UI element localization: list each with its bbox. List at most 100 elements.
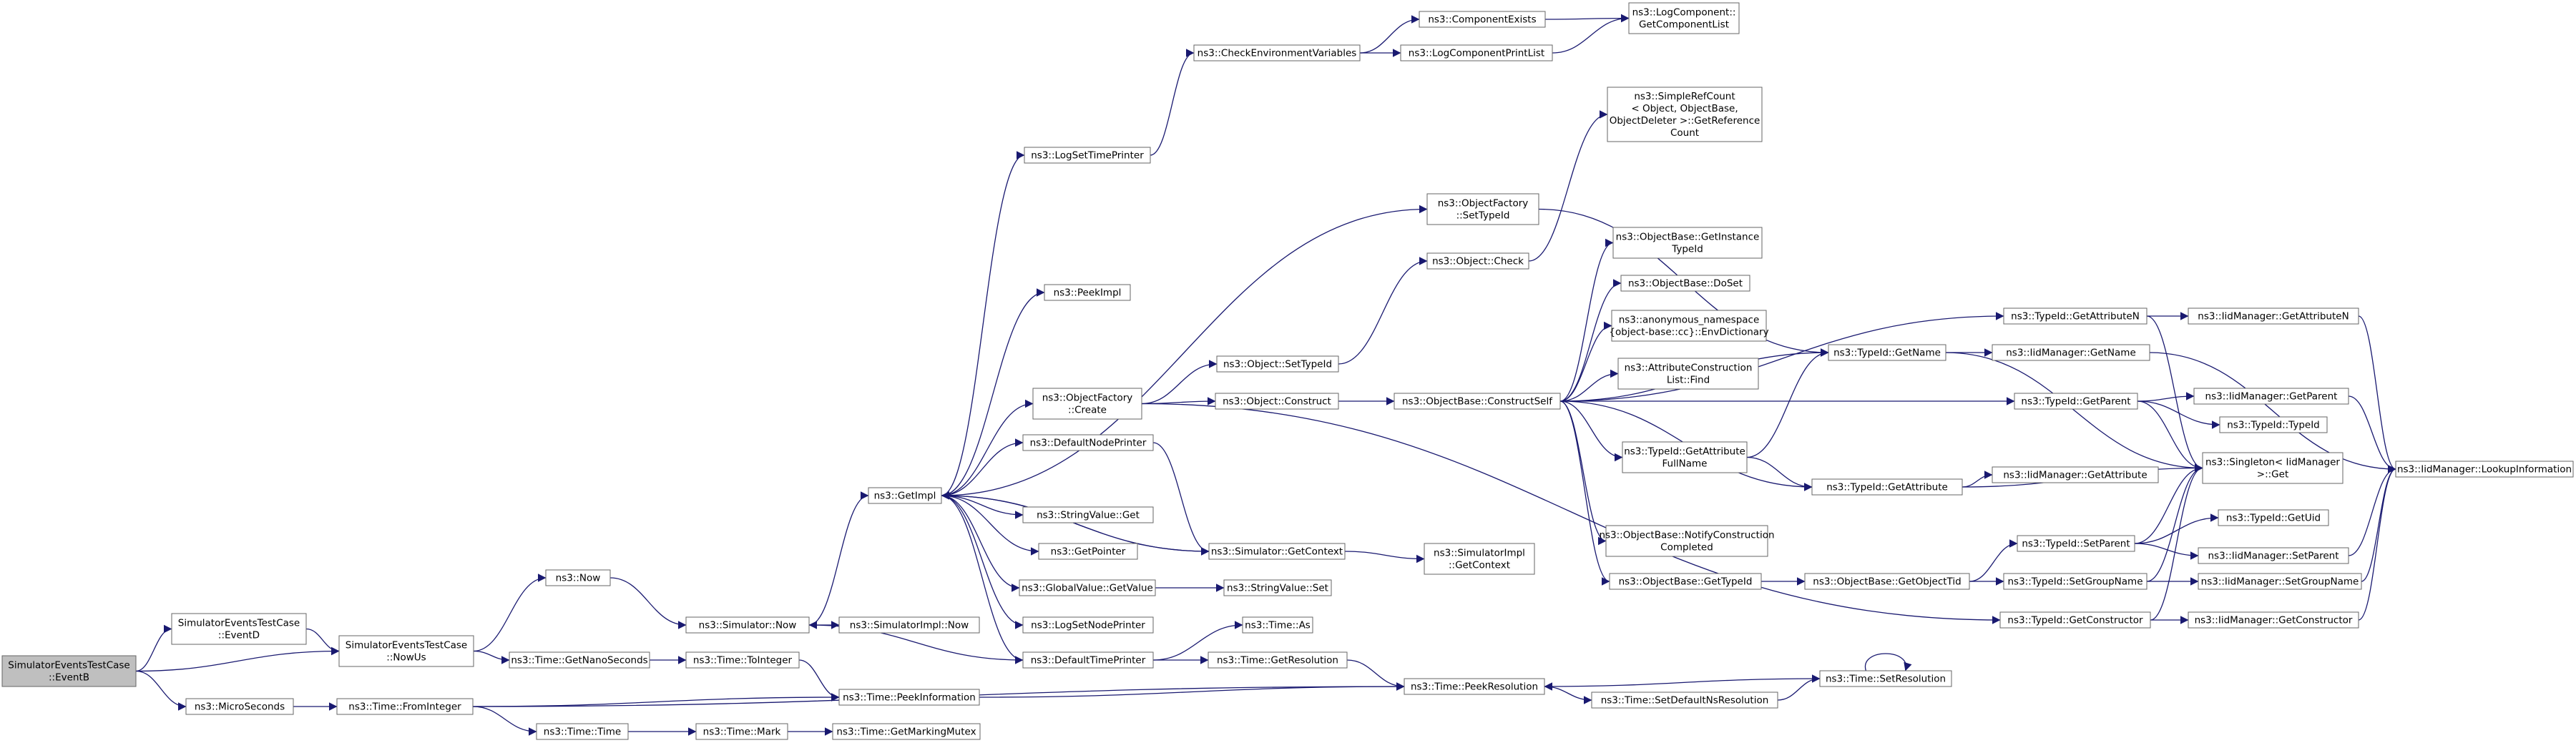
function-node[interactable]: ns3::SimulatorImpl::Now [838,616,980,634]
function-node[interactable]: ns3::IidManager::GetAttribute [1992,466,2159,483]
function-node[interactable]: ns3::TypeId::GetName [1828,344,1946,361]
call-edge [135,646,340,672]
function-node[interactable]: ns3::LogSetNodePrinter [1022,616,1154,634]
node-box [1419,11,1546,28]
node-box [1193,44,1361,61]
node-box [2219,416,2328,433]
function-node[interactable]: ns3::PeekImpl [1044,284,1131,301]
function-node[interactable]: ns3::TypeId::GetAttributeN [2003,307,2148,325]
function-node[interactable]: ns3::ObjectBase::GetTypeId [1609,573,1762,590]
function-node[interactable]: ns3::Time::GetResolution [1208,651,1348,669]
function-node[interactable]: ns3::IidManager::GetName [1992,344,2150,361]
function-node[interactable]: ns3::SimulatorImpl::GetContext [1424,543,1535,575]
function-node[interactable]: ns3::IidManager::LookupInformation [2395,461,2574,478]
function-node[interactable]: ns3::Time::PeekInformation [838,689,980,706]
node-label: ns3::Simulator::GetContext [1211,546,1343,558]
node-box [2003,573,2148,590]
node-label: ns3::ObjectFactory [1438,198,1529,210]
function-node[interactable]: ns3::TypeId::GetUid [2218,509,2329,526]
call-edge [1346,659,1405,691]
node-box [1811,478,1963,496]
call-edge [2134,543,2199,560]
function-node[interactable]: ns3::Time::Time [536,723,629,740]
function-node[interactable]: ns3::IidManager::GetConstructor [2188,611,2359,629]
function-node[interactable]: ns3::ObjectBase::DoSet [1620,275,1750,292]
function-node[interactable]: ns3::ObjectFactory::SetTypeId [1426,193,1539,225]
function-node[interactable]: ns3::ObjectBase::ConstructSelf [1394,393,1561,410]
node-label: SimulatorEventsTestCase [178,618,300,629]
function-node[interactable]: ns3::Object::SetTypeId [1216,355,1339,373]
function-node[interactable]: ns3::Singleton< IidManager>::Get [2202,452,2344,484]
function-node[interactable]: ns3::TypeId::SetParent [2017,535,2135,552]
node-label: ns3::AttributeConstruction [1625,363,1753,374]
function-node[interactable]: ns3::Object::Construct [1215,393,1339,410]
function-node[interactable]: ns3::IidManager::SetGroupName [2198,573,2362,590]
call-edge [1344,551,1425,564]
function-node[interactable]: ns3::LogSetTimePrinter [1024,147,1151,164]
node-label: ns3::Time::SetDefaultNsResolution [1601,695,1769,707]
node-label: ns3::SimulatorImpl::Now [850,620,969,631]
function-node[interactable]: ns3::CheckEnvironmentVariables [1193,44,1361,61]
node-label: ns3::ObjectBase::DoSet [1628,278,1743,290]
function-node[interactable]: ns3::Time::ToInteger [685,651,800,669]
function-node[interactable]: SimulatorEventsTestCase::EventD [171,613,307,645]
node-box [2014,393,2138,410]
function-node[interactable]: ns3::Time::GetMarkingMutex [832,723,981,740]
node-box [171,613,307,645]
node-label: ns3::Object::SetTypeId [1223,359,1332,370]
function-node[interactable]: ns3::Time::GetNanoSeconds [509,651,650,669]
function-node[interactable]: ns3::DefaultTimePrinter [1022,651,1154,669]
call-edge [2134,463,2203,544]
function-node[interactable]: SimulatorEventsTestCase::NowUs [338,635,474,667]
node-label: ns3::GetImpl [874,491,936,502]
root-function-node: SimulatorEventsTestCase::EventB [1,655,137,687]
node-label: ns3::anonymous_namespace [1619,315,1760,326]
function-node[interactable]: ns3::TypeId::TypeId [2219,416,2328,433]
function-node[interactable]: ns3::Now [545,569,611,586]
function-node[interactable]: ns3::ObjectBase::NotifyConstructionCompl… [1599,525,1775,557]
node-label: ns3::IidManager::GetAttribute [2003,470,2147,481]
call-edge [1777,674,1821,701]
function-node[interactable]: ns3::LogComponentPrintList [1400,44,1553,61]
function-node[interactable]: ns3::TypeId::SetGroupName [2003,573,2148,590]
node-label: ns3::Time::PeekInformation [843,692,976,704]
function-node[interactable]: ns3::IidManager::GetParent [2193,388,2349,405]
function-node[interactable]: ns3::Time::Mark [695,723,788,740]
function-node[interactable]: ns3::anonymous_namespace{object-base::cc… [1609,310,1769,342]
function-node[interactable]: ns3::Time::SetResolution [1819,670,1952,687]
function-node[interactable]: ns3::ObjectFactory::Create [1032,388,1142,420]
node-box [1617,358,1759,390]
call-edge [941,438,1024,496]
function-node[interactable]: ns3::Time::FromInteger [336,698,474,715]
node-label: ::NowUs [386,652,426,664]
function-node[interactable]: ns3::TypeId::GetParent [2014,393,2138,410]
function-node[interactable]: ns3::Simulator::Now [685,616,810,634]
function-node[interactable]: ns3::GetPointer [1038,543,1138,560]
function-node[interactable]: ns3::Simulator::GetContext [1208,543,1346,560]
call-edge [941,205,1428,496]
function-node[interactable]: ns3::ObjectBase::GetObjectTid [1804,573,1970,590]
function-node[interactable]: ns3::Object::Check [1426,252,1529,270]
node-label: ns3::DefaultNodePrinter [1030,438,1147,449]
function-node[interactable]: ns3::StringValue::Get [1022,506,1154,523]
function-node[interactable]: ns3::LogComponent::GetComponentList [1628,2,1740,34]
function-node[interactable]: ns3::TypeId::GetAttribute [1811,478,1963,496]
function-node[interactable]: ns3::StringValue::Set [1223,579,1332,596]
function-node[interactable]: ns3::GlobalValue::GetValue [1019,579,1156,596]
function-node[interactable]: ns3::IidManager::GetAttributeN [2188,307,2359,325]
function-node[interactable]: ns3::Time::SetDefaultNsResolution [1591,692,1778,709]
node-label: ns3::Simulator::Now [699,620,797,631]
function-node[interactable]: ns3::SimpleRefCount< Object, ObjectBase,… [1607,87,1763,142]
function-node[interactable]: ns3::TypeId::GetConstructor [1999,611,2151,629]
function-node[interactable]: ns3::ComponentExists [1419,11,1546,28]
function-node[interactable]: ns3::Time::PeekResolution [1404,678,1545,695]
function-node[interactable]: ns3::GetImpl [868,487,942,504]
function-node[interactable]: ns3::IidManager::SetParent [2198,547,2349,564]
function-node[interactable]: ns3::Time::As [1242,616,1313,634]
function-node[interactable]: ns3::DefaultNodePrinter [1022,434,1154,451]
function-node[interactable]: ns3::MicroSeconds [185,698,294,715]
node-label: ns3::StringValue::Set [1227,583,1328,594]
